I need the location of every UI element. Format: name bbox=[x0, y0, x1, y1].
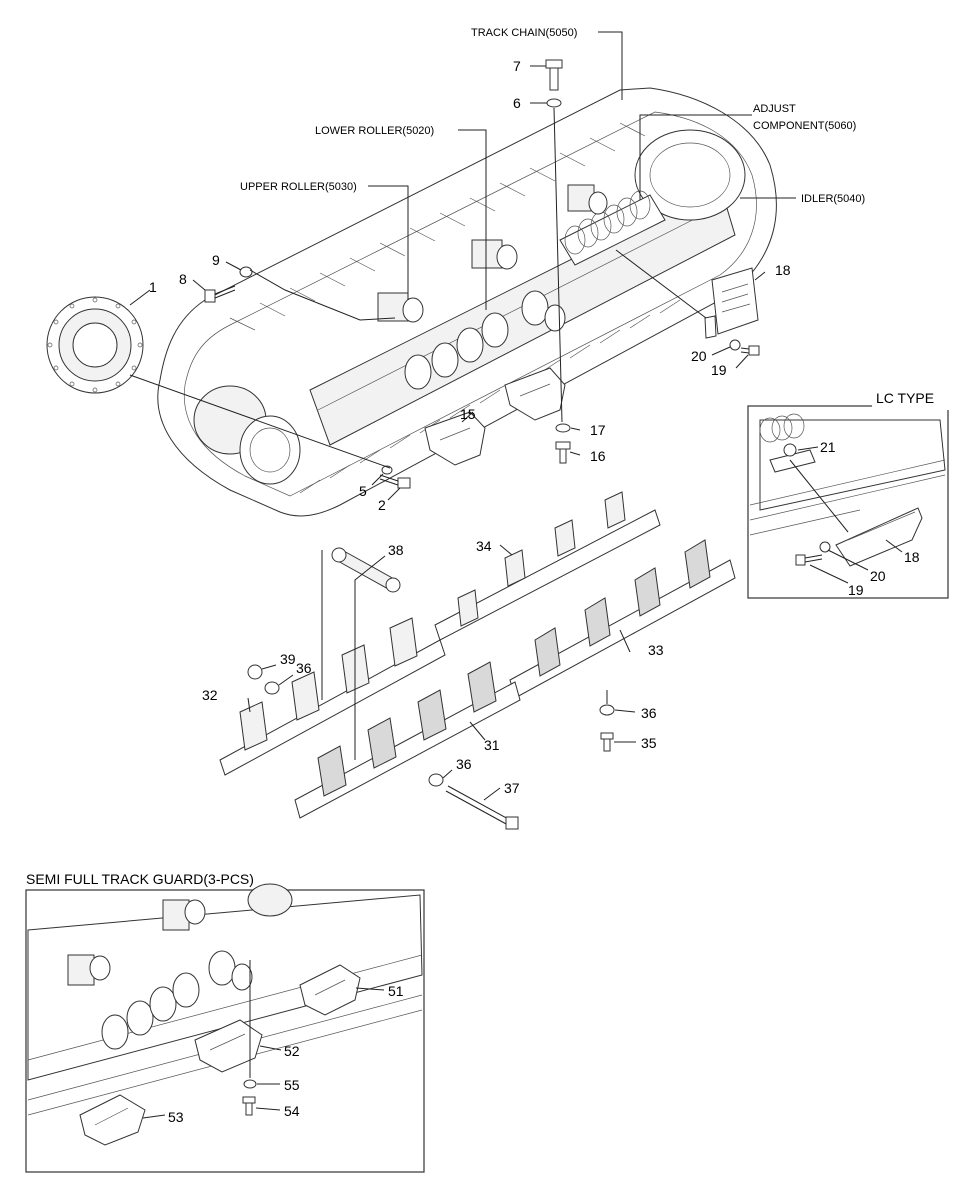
lc-part-number-20: 20 bbox=[870, 568, 886, 584]
part-number-36-upper: 36 bbox=[296, 660, 312, 676]
part-number-2: 2 bbox=[378, 497, 386, 513]
bolt-7 bbox=[545, 59, 563, 91]
part-number-31: 31 bbox=[484, 737, 500, 753]
track-frame-assembly bbox=[157, 87, 777, 517]
lc-part-number-18: 18 bbox=[904, 549, 920, 565]
bolt-16 bbox=[555, 441, 571, 464]
part-numbers: 1 2 5 6 7 8 9 15 16 17 18 19 20 31 32 33… bbox=[149, 58, 791, 796]
label-lower-roller: LOWER ROLLER(5020) bbox=[315, 125, 434, 137]
part-number-1: 1 bbox=[149, 279, 157, 295]
part-number-19: 19 bbox=[711, 362, 727, 378]
bolt-2 bbox=[379, 474, 411, 489]
washer-17 bbox=[555, 423, 571, 433]
washer-6 bbox=[546, 98, 562, 108]
lc-type-labels: LC TYPE 21 18 20 19 bbox=[820, 390, 934, 598]
label-upper-roller: UPPER ROLLER(5030) bbox=[240, 181, 357, 193]
lc-part-number-19: 19 bbox=[848, 582, 864, 598]
leader-lines-main bbox=[129, 31, 796, 501]
part-number-32: 32 bbox=[202, 687, 218, 703]
semi-full-labels: SEMI FULL TRACK GUARD(3-PCS) 51 52 53 54… bbox=[26, 871, 404, 1125]
part-number-16: 16 bbox=[590, 448, 606, 464]
part-number-6: 6 bbox=[513, 95, 521, 111]
label-adjust-component-line2: COMPONENT(5060) bbox=[753, 120, 856, 132]
part-number-7: 7 bbox=[513, 58, 521, 74]
part-number-9: 9 bbox=[212, 252, 220, 268]
part-number-18: 18 bbox=[775, 262, 791, 278]
part-number-34: 34 bbox=[476, 538, 492, 554]
part-number-35: 35 bbox=[641, 735, 657, 751]
label-idler: IDLER(5040) bbox=[801, 193, 865, 205]
part-number-8: 8 bbox=[179, 271, 187, 287]
part-number-17: 17 bbox=[590, 422, 606, 438]
washer-9 bbox=[239, 266, 253, 278]
part-number-39: 39 bbox=[280, 651, 296, 667]
lc-type-title: LC TYPE bbox=[876, 390, 934, 406]
part-number-15: 15 bbox=[460, 406, 476, 422]
bolt-19 bbox=[740, 345, 760, 356]
semi-part-number-52: 52 bbox=[284, 1043, 300, 1059]
semi-full-title: SEMI FULL TRACK GUARD(3-PCS) bbox=[26, 871, 254, 887]
part-number-5: 5 bbox=[359, 483, 367, 499]
lc-type-inset bbox=[747, 396, 950, 599]
guard-bracket-18 bbox=[704, 267, 759, 339]
lc-part-number-21: 21 bbox=[820, 439, 836, 455]
part-number-36-right: 36 bbox=[641, 705, 657, 721]
label-track-chain: TRACK CHAIN(5050) bbox=[471, 27, 577, 39]
assembly-labels: TRACK CHAIN(5050) ADJUST COMPONENT(5060)… bbox=[240, 27, 865, 205]
semi-part-number-53: 53 bbox=[168, 1109, 184, 1125]
label-adjust-component-line1: ADJUST bbox=[753, 103, 796, 115]
track-guard-15 bbox=[424, 367, 566, 466]
part-number-20: 20 bbox=[691, 348, 707, 364]
semi-part-number-55: 55 bbox=[284, 1077, 300, 1093]
leader-lines-rails bbox=[247, 544, 636, 801]
semi-part-number-51: 51 bbox=[388, 983, 404, 999]
part-number-38: 38 bbox=[388, 542, 404, 558]
semi-full-track-guard-inset bbox=[25, 883, 425, 1173]
sprocket bbox=[46, 296, 144, 394]
part-number-33: 33 bbox=[648, 642, 664, 658]
bolt-8 bbox=[204, 285, 236, 303]
part-number-36-middle: 36 bbox=[456, 756, 472, 772]
semi-part-number-54: 54 bbox=[284, 1103, 300, 1119]
part-number-37: 37 bbox=[504, 780, 520, 796]
washer-20 bbox=[729, 339, 741, 351]
